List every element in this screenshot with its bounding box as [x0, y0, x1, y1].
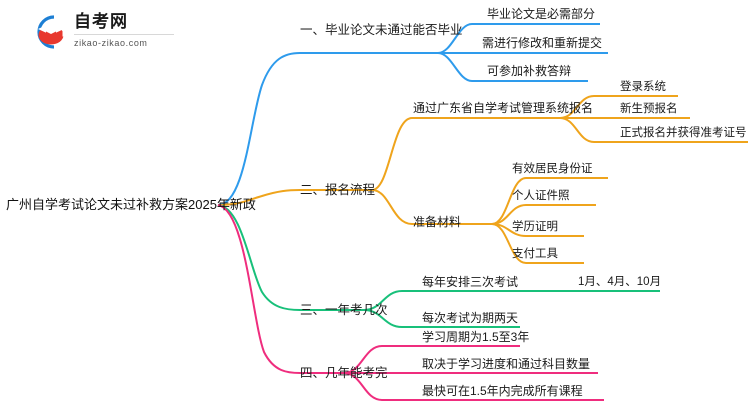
leaf-node-2-2-3[interactable]: 学历证明 — [512, 221, 558, 233]
leaf-node-2-1-2[interactable]: 新生预报名 — [620, 103, 678, 115]
leaf-node-3-2[interactable]: 每次考试为期两天 — [422, 311, 519, 325]
sub-node-2-2[interactable]: 准备材料 — [413, 215, 462, 229]
leaf-node-4-1[interactable]: 学习周期为1.5至3年 — [422, 330, 530, 344]
leaf-node-1-1[interactable]: 毕业论文是必需部分 — [487, 7, 596, 21]
link-b2-c1 — [371, 117, 560, 191]
branch-node-2[interactable]: 二、报名流程 — [300, 183, 376, 197]
leaf-node-4-2[interactable]: 取决于学习进度和通过科目数量 — [422, 357, 591, 371]
link-root-branch4 — [217, 204, 301, 374]
branch-node-3[interactable]: 三、一年考几次 — [300, 303, 388, 317]
leaf-node-2-2-1[interactable]: 有效居民身份证 — [512, 163, 593, 175]
sub-node-3-1[interactable]: 每年安排三次考试 — [422, 275, 519, 289]
leaf-node-3-1-1[interactable]: 1月、4月、10月 — [578, 276, 662, 288]
logo-subtitle: zikao-zikao.com — [74, 34, 174, 49]
link-root-branch3 — [217, 204, 301, 311]
root-node[interactable]: 广州自学考试论文未过补救方案2025年新政 — [6, 197, 256, 212]
branch-node-4[interactable]: 四、几年能考完 — [300, 366, 388, 380]
branch-node-1[interactable]: 一、毕业论文未通过能否毕业 — [300, 23, 463, 37]
leaf-node-1-2[interactable]: 需进行修改和重新提交 — [482, 36, 603, 50]
leaf-node-1-3[interactable]: 可参加补救答辩 — [487, 64, 572, 78]
logo-title: 自考网 — [74, 12, 128, 31]
sub-node-2-1[interactable]: 通过广东省自学考试管理系统报名 — [413, 101, 594, 115]
leaf-node-2-1-1[interactable]: 登录系统 — [620, 81, 666, 93]
leaf-node-4-3[interactable]: 最快可在1.5年内完成所有课程 — [422, 384, 583, 398]
leaf-node-2-1-3[interactable]: 正式报名并获得准考证号 — [620, 127, 747, 139]
leaf-node-2-2-4[interactable]: 支付工具 — [512, 248, 558, 260]
link-root-branch1 — [217, 52, 301, 206]
graduation-cap-icon — [37, 15, 65, 49]
leaf-node-2-2-2[interactable]: 个人证件照 — [512, 190, 570, 202]
site-logo[interactable]: 自考网 zikao-zikao.com — [28, 10, 178, 56]
